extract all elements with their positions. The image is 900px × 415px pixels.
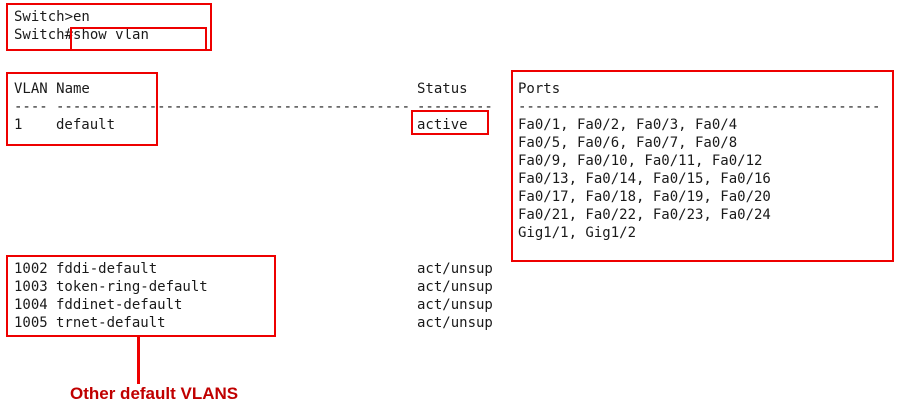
vlan-status: act/unsup xyxy=(417,261,493,277)
table-header-row: VLAN Name Status Ports xyxy=(14,80,560,98)
ports-row: Fa0/9, Fa0/10, Fa0/11, Fa0/12 xyxy=(14,152,762,170)
blank-line xyxy=(14,44,149,62)
blank-line xyxy=(14,242,149,260)
vlan-id: 1003 xyxy=(14,279,48,295)
vlan-name: default xyxy=(56,117,116,133)
ports-row: Fa0/13, Fa0/14, Fa0/15, Fa0/16 xyxy=(14,170,771,188)
vlan-name: fddinet-default xyxy=(56,297,183,313)
vlan-status: active xyxy=(417,117,468,133)
header-vlan-name: VLAN Name xyxy=(14,81,90,97)
annotation-caption: Other default VLANS xyxy=(70,384,239,403)
header-ports: Ports xyxy=(518,81,561,97)
console-prompt: Switch# xyxy=(14,27,74,43)
ports-row: Fa0/17, Fa0/18, Fa0/19, Fa0/20 xyxy=(14,188,771,206)
vlan-row: 1002 fddi-default act/unsup xyxy=(14,260,493,278)
vlan-id: 1 xyxy=(14,117,23,133)
separator-vlan: ---- xyxy=(14,99,48,115)
blank-line xyxy=(14,62,149,80)
table-separator-row: ---- -----------------------------------… xyxy=(14,98,880,116)
vlan-status: act/unsup xyxy=(417,279,493,295)
vlan-row: 1 default active Fa0/1, Fa0/2, Fa0/3, Fa… xyxy=(14,116,737,134)
vlan-row: 1004 fddinet-default act/unsup xyxy=(14,296,493,314)
vlan-row: 1005 trnet-default act/unsup xyxy=(14,314,493,332)
vlan-ports: Fa0/21, Fa0/22, Fa0/23, Fa0/24 xyxy=(518,207,771,223)
vlan-status: act/unsup xyxy=(417,297,493,313)
vlan-ports: Fa0/17, Fa0/18, Fa0/19, Fa0/20 xyxy=(518,189,771,205)
vlan-name: trnet-default xyxy=(56,315,166,331)
separator-status: --------- xyxy=(417,99,493,115)
separator-name: ----------------------------------------… xyxy=(56,99,411,115)
vlan-id: 1002 xyxy=(14,261,48,277)
vlan-id: 1005 xyxy=(14,315,48,331)
terminal-output[interactable]: Switch>en Switch#show vlan VLAN Name Sta… xyxy=(14,8,880,332)
vlan-ports: Fa0/1, Fa0/2, Fa0/3, Fa0/4 xyxy=(518,117,738,133)
ports-row: Fa0/5, Fa0/6, Fa0/7, Fa0/8 xyxy=(14,134,737,152)
vlan-ports: Fa0/9, Fa0/10, Fa0/11, Fa0/12 xyxy=(518,153,763,169)
vlan-ports: Gig1/1, Gig1/2 xyxy=(518,225,637,241)
vlan-row: 1003 token-ring-default act/unsup xyxy=(14,278,493,296)
separator-ports: ----------------------------------------… xyxy=(518,99,881,115)
ports-row: Gig1/1, Gig1/2 xyxy=(14,224,636,242)
vlan-id: 1004 xyxy=(14,297,48,313)
vlan-name: token-ring-default xyxy=(56,279,208,295)
header-status: Status xyxy=(417,81,468,97)
console-line-show-vlan: Switch#show vlan xyxy=(14,26,149,44)
vlan-ports: Fa0/13, Fa0/14, Fa0/15, Fa0/16 xyxy=(518,171,771,187)
annotation-connector-line xyxy=(137,337,140,384)
vlan-ports: Fa0/5, Fa0/6, Fa0/7, Fa0/8 xyxy=(518,135,738,151)
ports-row: Fa0/21, Fa0/22, Fa0/23, Fa0/24 xyxy=(14,206,771,224)
console-command: show vlan xyxy=(73,27,149,43)
vlan-name: fddi-default xyxy=(56,261,158,277)
console-line-enable: Switch>en xyxy=(14,9,90,25)
vlan-status: act/unsup xyxy=(417,315,493,331)
